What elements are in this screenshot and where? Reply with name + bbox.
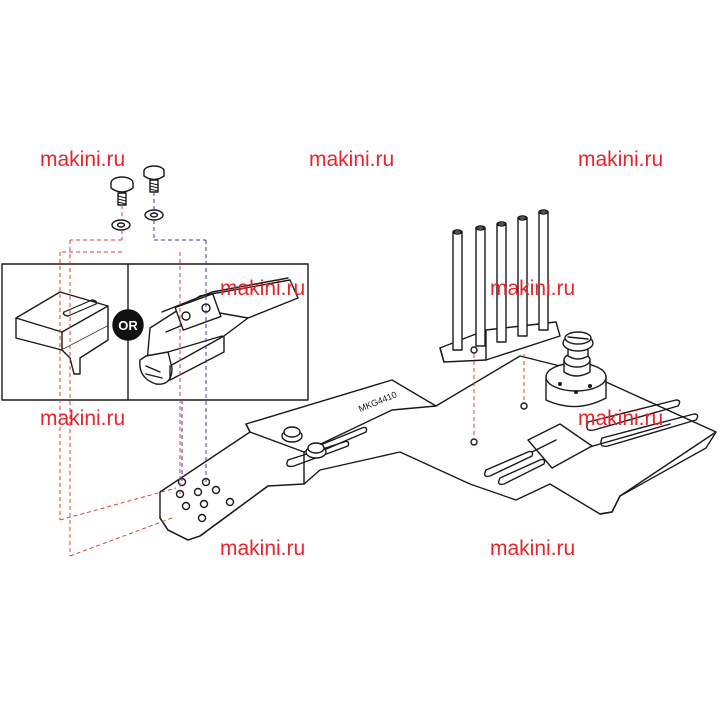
- assembly-guide-lines: [59, 192, 525, 557]
- binder-guide-assembly: [139, 277, 299, 385]
- or-label: OR: [118, 318, 138, 333]
- watermark: makini.ru: [490, 537, 576, 560]
- watermark: makini.ru: [40, 148, 126, 171]
- watermark: makini.ru: [40, 407, 126, 430]
- washer-left: [111, 219, 131, 231]
- plate-thumb-screws: [281, 426, 327, 459]
- watermark: makini.ru: [490, 277, 576, 300]
- adjusting-knob: [545, 331, 607, 408]
- watermark: makini.ru: [578, 148, 664, 171]
- screw-left: [110, 176, 134, 206]
- plate-slots: [286, 399, 699, 486]
- or-badge: OR: [112, 309, 144, 341]
- watermark: makini.ru: [220, 277, 306, 300]
- watermark: makini.ru: [309, 148, 395, 171]
- watermark: makini.ru: [578, 407, 664, 430]
- washer-right: [144, 209, 164, 221]
- thread-rod-holder: [439, 209, 561, 363]
- presser-foot-block: [15, 291, 109, 375]
- screw-right: [143, 165, 165, 193]
- watermark: makini.ru: [220, 537, 306, 560]
